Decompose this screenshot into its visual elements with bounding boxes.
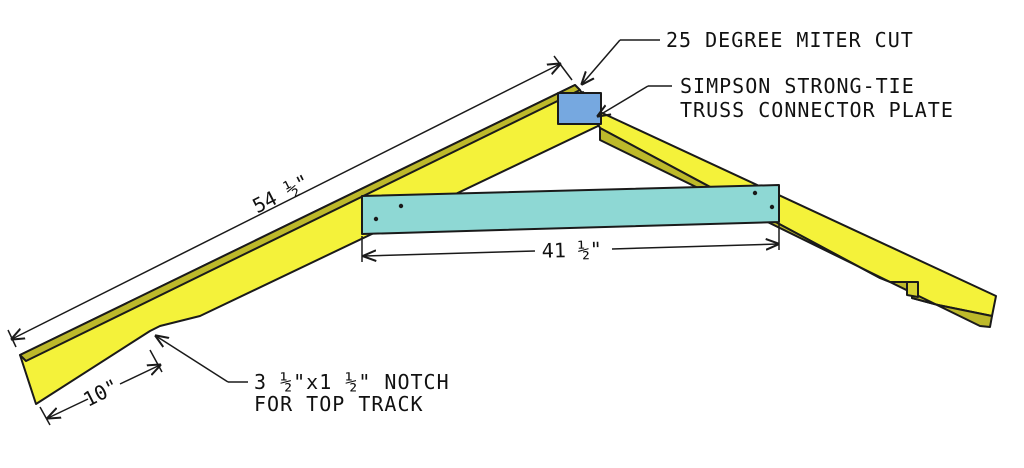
notch-callout: 3 ½"x1 ½" NOTCH FOR TOP TRACK — [156, 336, 450, 416]
bolt-hole — [398, 203, 404, 209]
connector-plate-callout: SIMPSON STRONG-TIE TRUSS CONNECTOR PLATE — [598, 74, 954, 122]
dimension-line — [12, 64, 560, 339]
bolt-hole — [769, 204, 775, 210]
dimension-line — [611, 244, 778, 249]
miter-cut-callout: 25 DEGREE MITER CUT — [582, 28, 914, 84]
leader-line — [582, 39, 621, 84]
extension-line — [553, 55, 573, 81]
leader-line — [598, 85, 649, 116]
notch-label-line1: 3 ½"x1 ½" NOTCH — [254, 370, 450, 394]
rafter-length-label: 54 ½" — [249, 169, 314, 218]
right-rafter-side-face — [599, 127, 993, 328]
collar-tie-length-label: 41 ½" — [541, 237, 602, 263]
bolt-hole — [752, 190, 758, 196]
dimension-line — [119, 365, 160, 385]
collar-tie-dimension: 41 ½" — [361, 224, 780, 263]
notch-offset-label: 10" — [79, 374, 122, 412]
bolt-hole — [373, 216, 379, 222]
connector-plate-label-line1: SIMPSON STRONG-TIE — [680, 74, 915, 98]
right-rafter-notch — [906, 281, 919, 298]
notch-label-line2: FOR TOP TRACK — [254, 392, 424, 416]
dimension-line — [364, 251, 536, 256]
left-rafter — [19, 84, 601, 405]
right-rafter — [582, 91, 997, 328]
dimension-line — [48, 398, 89, 418]
leader-line — [156, 336, 229, 383]
left-rafter-top-face — [19, 84, 601, 405]
miter-cut-label: 25 DEGREE MITER CUT — [666, 28, 914, 52]
connector-plate — [557, 92, 602, 125]
extension-line — [39, 406, 51, 426]
connector-plate-label-line2: TRUSS CONNECTOR PLATE — [680, 98, 954, 122]
